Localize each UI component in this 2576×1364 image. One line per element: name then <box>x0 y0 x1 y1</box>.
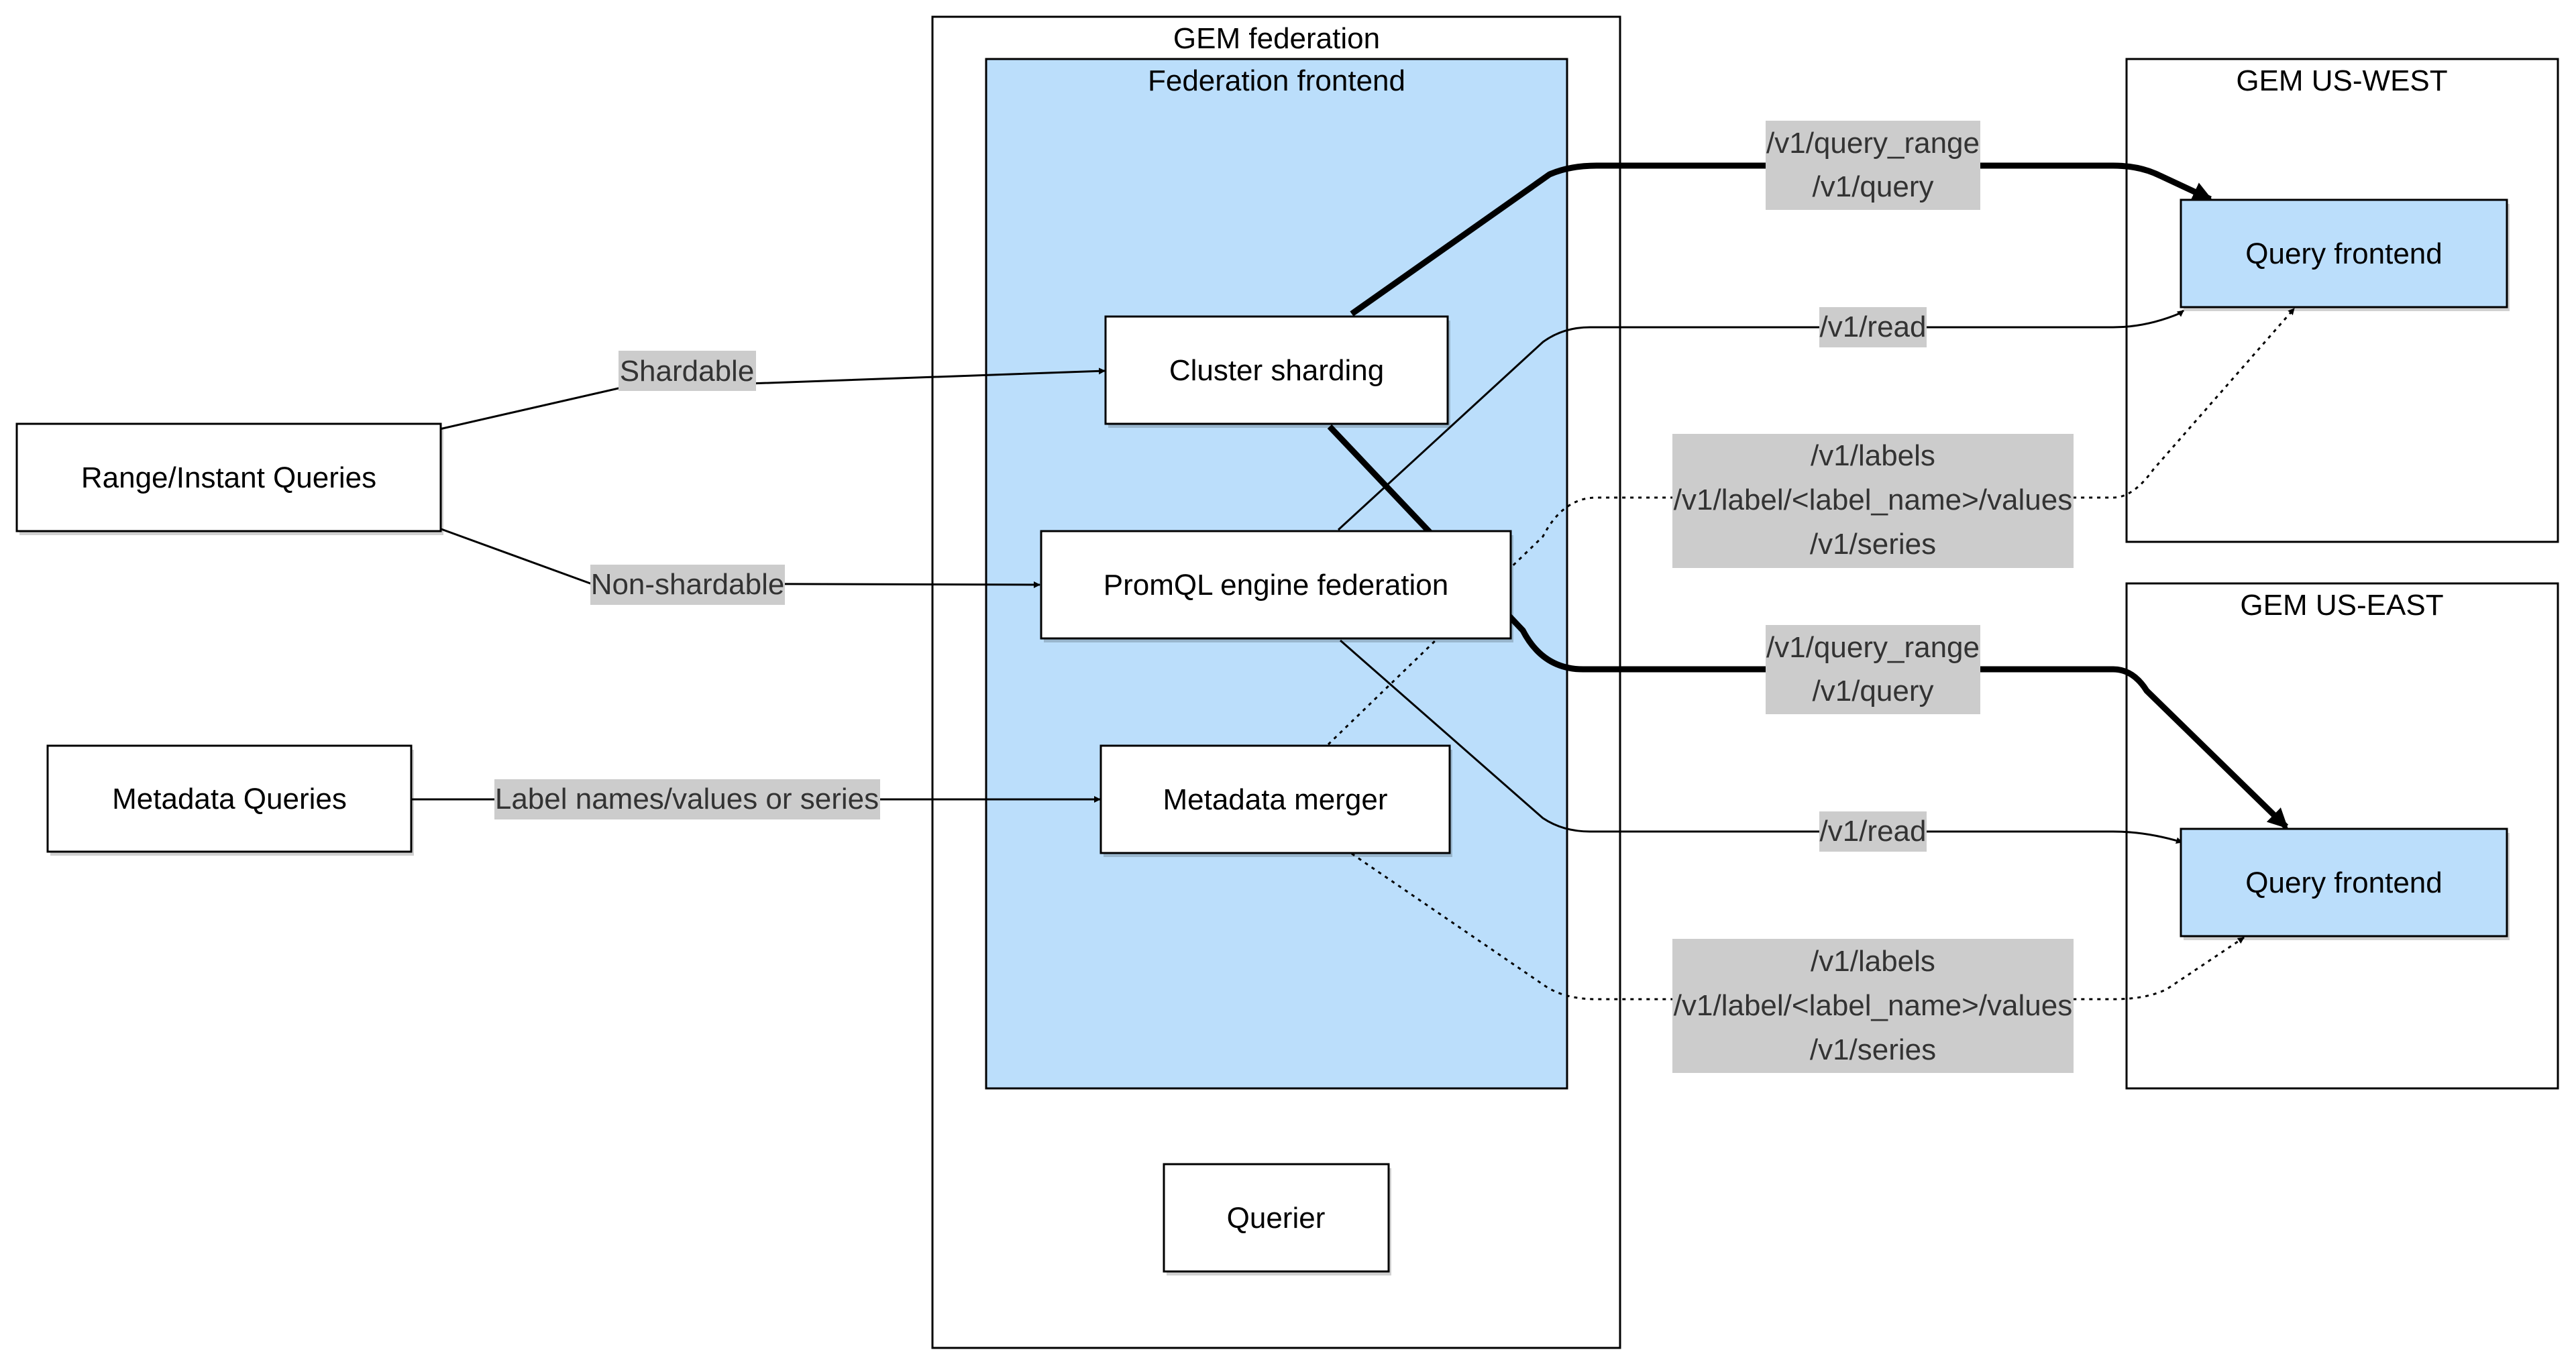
node-querier[interactable]: Querier <box>1163 1163 1391 1275</box>
svg-text:/v1/query_range: /v1/query_range <box>1766 127 1980 160</box>
label-east-query: /v1/query_range /v1/query <box>1766 625 1980 714</box>
svg-text:Querier: Querier <box>1227 1202 1326 1235</box>
edge-east-meta <box>1351 852 2245 1001</box>
svg-text:Metadata merger: Metadata merger <box>1163 783 1387 816</box>
svg-text:/v1/series: /v1/series <box>1810 1033 1936 1066</box>
svg-text:/v1/label/<label_name>/values: /v1/label/<label_name>/values <box>1674 989 2072 1022</box>
node-range-instant-queries[interactable]: Range/Instant Queries <box>15 422 443 535</box>
svg-text:Label names/values or series: Label names/values or series <box>495 783 879 815</box>
svg-text:Query frontend: Query frontend <box>2245 237 2443 270</box>
node-query-frontend-east[interactable]: Query frontend <box>2180 828 2510 940</box>
edge-west-read <box>1337 309 2184 531</box>
node-cluster-sharding[interactable]: Cluster sharding <box>1104 315 1450 428</box>
svg-text:Metadata Queries: Metadata Queries <box>112 783 347 815</box>
svg-text:Query frontend: Query frontend <box>2245 866 2443 899</box>
label-west-meta: /v1/labels /v1/label/<label_name>/values… <box>1672 434 2074 568</box>
gem-us-east-title: GEM US-EAST <box>2240 589 2443 622</box>
svg-text:/v1/read: /v1/read <box>1820 310 1927 343</box>
label-east-read: /v1/read <box>1819 811 1927 852</box>
edge-east-read <box>1340 639 2183 844</box>
svg-text:Non-shardable: Non-shardable <box>591 568 785 601</box>
label-shardable: Shardable <box>619 351 756 391</box>
label-label-names: Label names/values or series <box>494 779 880 819</box>
node-promql-engine-federation[interactable]: PromQL engine federation <box>1040 530 1513 642</box>
label-non-shardable: Non-shardable <box>590 565 785 605</box>
gem-federation-title: GEM federation <box>1173 22 1380 55</box>
gem-us-west-title: GEM US-WEST <box>2236 64 2447 97</box>
svg-text:Range/Instant Queries: Range/Instant Queries <box>81 461 376 494</box>
svg-text:/v1/read: /v1/read <box>1820 815 1927 848</box>
svg-text:/v1/query: /v1/query <box>1813 170 1934 203</box>
svg-text:Cluster sharding: Cluster sharding <box>1169 354 1384 387</box>
svg-text:Shardable: Shardable <box>620 355 755 388</box>
node-metadata-merger[interactable]: Metadata merger <box>1099 744 1452 857</box>
svg-text:/v1/query_range: /v1/query_range <box>1766 631 1980 664</box>
edge-east-query <box>1327 424 2289 830</box>
svg-text:PromQL engine federation: PromQL engine federation <box>1104 569 1448 602</box>
svg-text:/v1/series: /v1/series <box>1810 528 1936 561</box>
svg-text:/v1/labels: /v1/labels <box>1811 439 1935 472</box>
svg-text:/v1/label/<label_name>/values: /v1/label/<label_name>/values <box>1674 484 2072 516</box>
label-east-meta: /v1/labels /v1/label/<label_name>/values… <box>1672 939 2074 1073</box>
node-query-frontend-west[interactable]: Query frontend <box>2180 198 2510 311</box>
svg-text:/v1/labels: /v1/labels <box>1811 945 1935 978</box>
svg-text:/v1/query: /v1/query <box>1813 675 1934 707</box>
node-metadata-queries[interactable]: Metadata Queries <box>46 744 414 856</box>
label-west-query: /v1/query_range /v1/query <box>1766 121 1980 210</box>
edge-west-meta <box>1327 308 2296 746</box>
label-west-read: /v1/read <box>1819 307 1927 347</box>
federation-frontend-title: Federation frontend <box>1148 64 1405 97</box>
